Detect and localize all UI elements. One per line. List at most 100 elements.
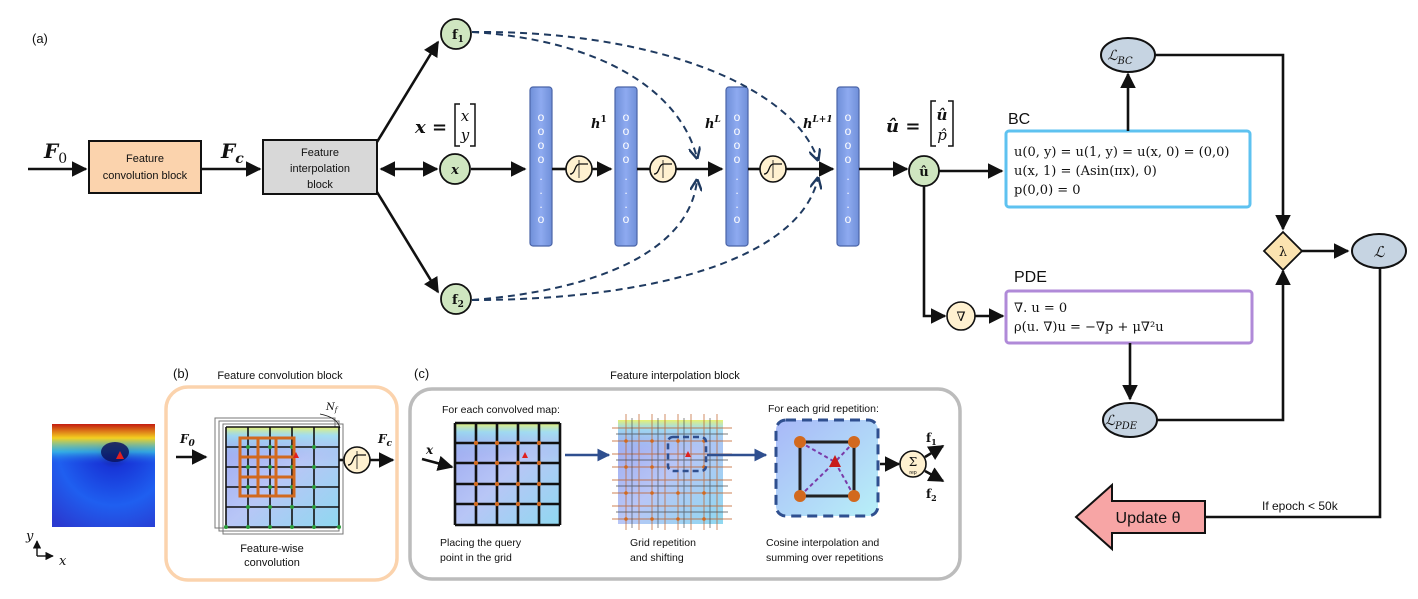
svg-text:ℒPDE: ℒPDE: [1105, 413, 1138, 432]
svg-text:û: û: [937, 106, 948, 124]
svg-text:x: x: [450, 163, 459, 178]
h1-label: h1: [591, 115, 607, 132]
step1-caption-1: Placing the query: [440, 537, 522, 549]
panel-c-title: Feature interpolation block: [610, 370, 740, 382]
svg-text:o: o: [538, 124, 545, 138]
interp-block-line1: Feature: [301, 147, 339, 159]
svg-text:ℒBC: ℒBC: [1107, 48, 1133, 67]
panel-b-f0: F0: [179, 432, 196, 449]
bc-line-1: u(0, y) = u(1, y) = u(x, 0) = (0,0): [1014, 145, 1229, 160]
svg-text:.: .: [735, 169, 738, 183]
hL-label: hL: [705, 115, 721, 132]
arrow-to-f2: [375, 191, 440, 294]
svg-text:o: o: [845, 124, 852, 138]
f1-node: f1: [440, 18, 472, 50]
panel-b-caption-2: convolution: [244, 557, 300, 569]
svg-text:Σ: Σ: [909, 455, 917, 469]
svg-text:x =: x =: [414, 117, 447, 138]
update-theta-arrow: Update θ: [1074, 482, 1206, 552]
conv-block-line2: convolution block: [103, 170, 188, 182]
loss-total-node: ℒ: [1351, 233, 1407, 269]
activation-1: [552, 155, 613, 183]
hL1-label: hL+1: [803, 115, 833, 132]
u-to-grad-arrow: [922, 186, 947, 324]
svg-text:.: .: [539, 183, 542, 197]
f2-node: f2: [440, 283, 472, 315]
svg-text:.: .: [539, 169, 542, 183]
svg-text:o: o: [538, 110, 545, 124]
interpolation-cell: [774, 418, 880, 518]
panel-c-label: (c): [414, 366, 429, 381]
arrow-to-f1: [375, 40, 440, 143]
layer-1: o o o o . . . o: [614, 86, 638, 247]
svg-text:.: .: [539, 197, 542, 211]
u-hat-node: û: [908, 155, 940, 187]
panel-b-activation: [343, 446, 371, 474]
svg-text:.: .: [735, 183, 738, 197]
u-vector-equation: û = û p̂: [886, 100, 954, 147]
f2-skip-to-hL1: [471, 178, 818, 301]
layer-0: o o o o . . . o: [529, 86, 553, 247]
bc-title: BC: [1008, 111, 1030, 128]
svg-text:û: û: [919, 165, 928, 180]
sum-node: Σ rep: [899, 450, 927, 478]
interp-block-line2: interpolation: [290, 163, 350, 175]
panel-a-label: (a): [32, 31, 48, 46]
pde-box: [1004, 289, 1254, 345]
layer-L1: o o o o . . . o: [836, 86, 860, 247]
svg-text:.: .: [624, 197, 627, 211]
panel-b-label: (b): [173, 366, 189, 381]
lambda-node: λ: [1262, 230, 1304, 272]
activation-2: [637, 155, 724, 183]
step1-caption-2: point in the grid: [440, 552, 512, 564]
svg-text:o: o: [734, 138, 741, 152]
svg-text:o: o: [538, 152, 545, 166]
svg-text:o: o: [845, 138, 852, 152]
svg-text:û =: û =: [886, 116, 920, 137]
step2-caption-2: and shifting: [630, 552, 684, 564]
pde-line-2: ρ(u. ∇)u = −∇p + μ∇²u: [1014, 320, 1164, 335]
feature-convolution-block: [88, 140, 202, 194]
epoch-label: If epoch < 50k: [1262, 499, 1339, 513]
feature-interpolation-block: [262, 139, 378, 195]
nf-brace: [319, 413, 341, 429]
svg-text:.: .: [846, 169, 849, 183]
svg-text:.: .: [735, 197, 738, 211]
svg-text:y: y: [460, 126, 470, 144]
svg-text:o: o: [538, 212, 545, 226]
svg-text:o: o: [623, 110, 630, 124]
sum-to-f2-arrow: [924, 467, 945, 483]
svg-text:o: o: [734, 110, 741, 124]
svg-text:f2: f2: [452, 293, 464, 310]
panel-c-f2: f2: [926, 487, 937, 503]
f1-skip-to-hL1: [471, 30, 818, 160]
svg-text:f1: f1: [452, 28, 464, 45]
f1-skip-to-hL: [471, 31, 697, 158]
loss-bc-node: ℒBC: [1100, 37, 1156, 73]
svg-text:o: o: [623, 138, 630, 152]
svg-text:p̂: p̂: [937, 126, 947, 144]
panel-c-x-in: x: [425, 443, 434, 457]
svg-text:x: x: [461, 107, 470, 125]
svg-text:Update θ: Update θ: [1116, 510, 1181, 527]
panel-c-f1: f1: [926, 431, 937, 447]
layer-L: o o o o . . . o: [725, 86, 749, 247]
bc-line-3: p(0,0) = 0: [1014, 183, 1081, 198]
epoch-feedback-line: [1206, 268, 1382, 519]
svg-text:y: y: [25, 529, 34, 544]
svg-text:x: x: [59, 554, 67, 569]
svg-text:.: .: [846, 197, 849, 211]
svg-text:o: o: [845, 212, 852, 226]
svg-text:o: o: [734, 212, 741, 226]
conv-feature-map: [224, 426, 341, 529]
query-grid: [453, 421, 562, 527]
x-vector-equation: x = x y: [414, 103, 476, 147]
nf-label: Nf: [325, 402, 339, 414]
svg-text:o: o: [623, 124, 630, 138]
svg-text:.: .: [624, 169, 627, 183]
svg-text:λ: λ: [1279, 245, 1287, 260]
svg-text:o: o: [538, 138, 545, 152]
svg-text:∇: ∇: [956, 310, 965, 325]
lbc-to-lambda-arrow: [1155, 53, 1291, 231]
